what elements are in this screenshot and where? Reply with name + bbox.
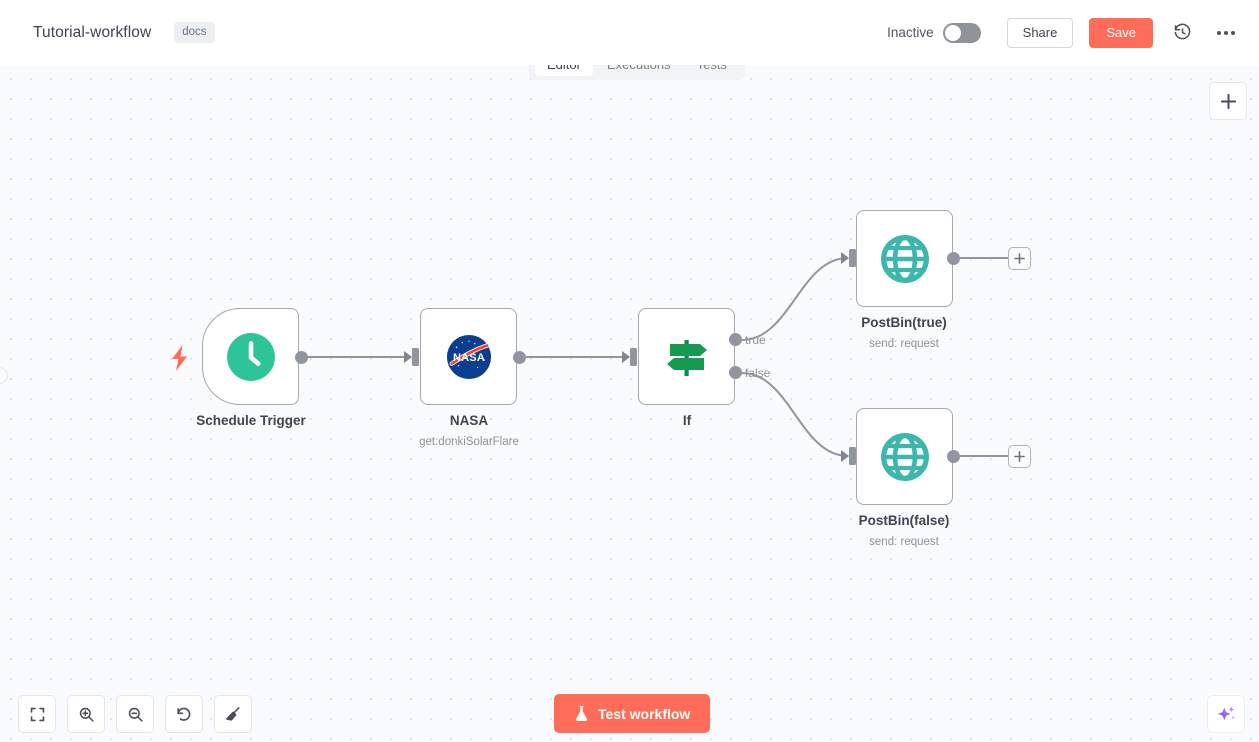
activation-label: Inactive (887, 25, 934, 40)
sparkles-icon (1217, 706, 1235, 720)
canvas-zoom-toolbar (18, 695, 252, 733)
lightning-bolt-icon (170, 345, 190, 376)
activation-toggle[interactable] (942, 22, 981, 43)
port-out-if-true[interactable] (729, 333, 742, 346)
activation-control: Inactive (887, 22, 981, 43)
port-in-if[interactable] (630, 348, 637, 366)
svg-text:NASA: NASA (453, 351, 485, 363)
flask-icon (574, 705, 589, 722)
port-out-schedule-trigger[interactable] (295, 351, 308, 364)
add-node-after-postbin-false[interactable] (1008, 445, 1031, 468)
save-button[interactable]: Save (1089, 17, 1153, 48)
fit-screen-icon[interactable] (18, 695, 56, 733)
port-in-nasa[interactable] (412, 348, 419, 366)
node-postbin-false[interactable] (856, 408, 953, 505)
globe-icon (880, 432, 929, 481)
port-out-nasa[interactable] (513, 351, 526, 364)
nasa-logo-icon: NASA (446, 334, 491, 379)
node-postbin-true[interactable] (856, 210, 953, 307)
node-schedule-trigger[interactable] (202, 308, 299, 405)
workflow-canvas[interactable]: Schedule Trigger NASA NASA get:donkiSola… (0, 65, 1259, 742)
toggle-knob (944, 24, 961, 41)
test-workflow-label: Test workflow (598, 705, 691, 722)
signpost-icon (666, 339, 707, 376)
port-out-postbin-false[interactable] (947, 450, 960, 463)
share-button[interactable]: Share (1006, 17, 1074, 48)
add-node-after-postbin-true[interactable] (1008, 247, 1031, 270)
edge-arrow-to-nasa (404, 351, 412, 363)
header-actions: Inactive Share Save (887, 17, 1241, 48)
clock-icon (226, 332, 275, 381)
broom-icon[interactable] (214, 695, 252, 733)
node-if[interactable] (638, 308, 735, 405)
port-out-postbin-true[interactable] (947, 252, 960, 265)
port-in-postbin-false[interactable] (849, 447, 856, 465)
connection-edges (308, 257, 1008, 457)
app-header: Tutorial-workflow docs Inactive Share Sa… (0, 0, 1259, 65)
port-label-false: false (745, 366, 771, 380)
workflow-tag[interactable]: docs (174, 22, 215, 43)
history-clock-icon[interactable] (1167, 18, 1197, 48)
page-title[interactable]: Tutorial-workflow (33, 23, 152, 41)
magnifier-plus-icon[interactable] (67, 695, 105, 733)
edge-arrow-to-postbin-true (841, 252, 849, 264)
port-label-true: true (745, 333, 766, 347)
port-in-postbin-true[interactable] (849, 249, 856, 267)
port-out-if-false[interactable] (729, 366, 742, 379)
undo-arrow-icon[interactable] (165, 695, 203, 733)
magnifier-minus-icon[interactable] (116, 695, 154, 733)
globe-icon (880, 234, 929, 283)
edge-arrow-to-if (622, 351, 630, 363)
edge-arrow-to-postbin-false (841, 450, 849, 462)
add-node-button[interactable] (1209, 82, 1247, 120)
ai-assistant-button[interactable] (1207, 695, 1245, 733)
node-nasa[interactable]: NASA (420, 308, 517, 405)
test-workflow-button[interactable]: Test workflow (554, 694, 711, 733)
ellipsis-icon[interactable] (1211, 18, 1241, 48)
